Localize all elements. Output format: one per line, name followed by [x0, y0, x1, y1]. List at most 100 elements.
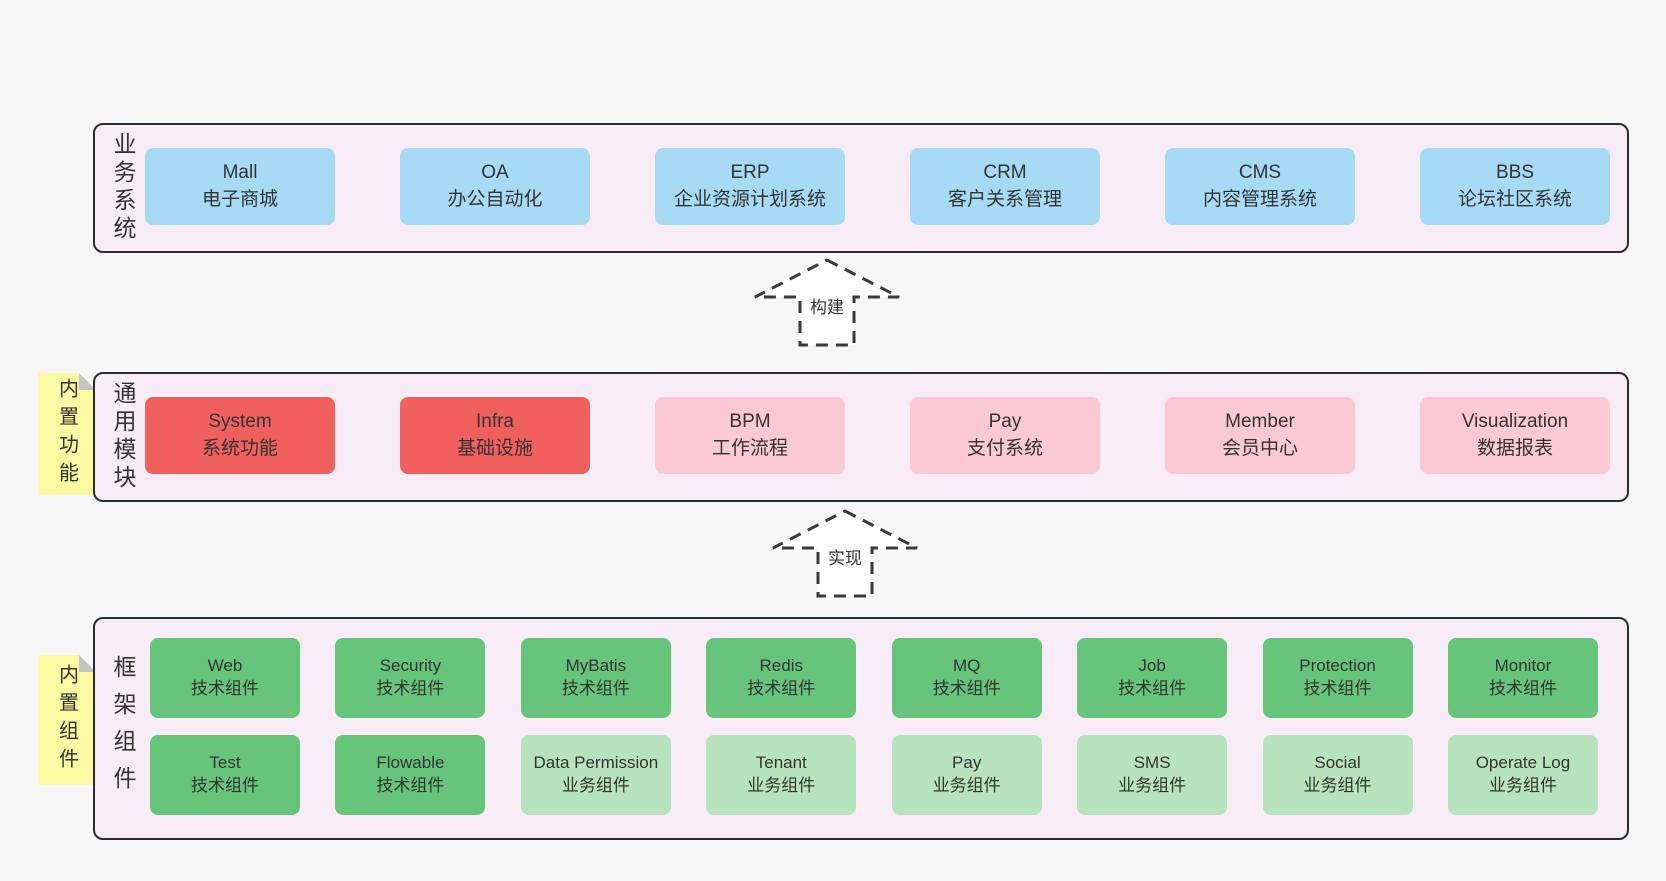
sticky-note-text: 内置功能	[55, 378, 78, 490]
box-title: Pay	[952, 753, 982, 773]
box-title: Operate Log	[1475, 753, 1571, 773]
module-box-redis: Redis 技术组件	[706, 638, 857, 718]
box-subtitle: 业务组件	[1303, 776, 1372, 795]
module-box-erp: ERP 企业资源计划系统	[655, 148, 845, 225]
box-subtitle: 业务组件	[747, 776, 816, 795]
module-box-tenant: Tenant 业务组件	[706, 735, 857, 815]
box-subtitle: 技术组件	[376, 679, 445, 698]
box-row: System 系统功能 Infra 基础设施 BPM 工作流程 Pay 支付系统 Member 会…	[145, 397, 1610, 474]
module-box-job: Job 技术组件	[1077, 638, 1228, 718]
box-subtitle: 业务组件	[932, 776, 1001, 795]
module-box-social: Social 业务组件	[1262, 735, 1413, 815]
module-box-member: Member 会员中心	[1165, 397, 1355, 474]
module-box-pay: Pay 支付系统	[910, 397, 1100, 474]
module-box-monitor: Monitor 技术组件	[1447, 638, 1598, 718]
box-row: Mall 电子商城 OA 办公自动化 ERP 企业资源计划系统 CRM 客户关系管理 CMS 内容…	[145, 148, 1610, 225]
box-title: Member	[1225, 410, 1295, 432]
box-subtitle: 基础设施	[456, 437, 533, 459]
module-box-mall: Mall 电子商城	[145, 148, 335, 225]
module-box-test: Test 技术组件	[150, 735, 300, 815]
box-subtitle: 办公自动化	[447, 188, 543, 210]
box-subtitle: 技术组件	[932, 679, 1001, 698]
box-subtitle: 客户关系管理	[947, 188, 1062, 210]
sticky-note-text: 内置组件	[55, 664, 78, 776]
module-box-web: Web 技术组件	[150, 638, 300, 718]
sticky-note-built-in-components: 内置组件	[38, 655, 96, 785]
layer-label-business-systems: 业务系统	[110, 132, 136, 244]
box-title: Test	[209, 753, 241, 773]
box-title: Redis	[759, 656, 803, 676]
module-box-operate-log: Operate Log 业务组件	[1447, 735, 1598, 815]
box-subtitle: 技术组件	[1488, 679, 1557, 698]
box-subtitle: 论坛社区系统	[1457, 188, 1572, 210]
box-subtitle: 业务组件	[1488, 776, 1557, 795]
box-title: CMS	[1238, 161, 1282, 183]
box-title: Web	[207, 656, 243, 676]
module-box-infra: Infra 基础设施	[400, 397, 590, 474]
sticky-note-built-in-features: 内置功能	[38, 373, 96, 495]
module-box-mybatis: MyBatis 技术组件	[520, 638, 671, 718]
box-title: BBS	[1495, 161, 1535, 183]
box-title: OA	[481, 161, 509, 183]
module-box-pay: Pay 业务组件	[891, 735, 1042, 815]
module-box-security: Security 技术组件	[335, 638, 486, 718]
layer-common-modules: 通用模块 System 系统功能 Infra 基础设施 BPM 工作流程 Pay 支付系统 Me…	[93, 372, 1629, 502]
box-subtitle: 技术组件	[561, 679, 630, 698]
box-subtitle: 工作流程	[711, 437, 788, 459]
up-arrow-shape	[754, 258, 900, 347]
layer-business-systems: 业务系统 Mall 电子商城 OA 办公自动化 ERP 企业资源计划系统 CRM 客户关系管理…	[93, 123, 1629, 253]
box-title: Pay	[988, 410, 1022, 432]
box-subtitle: 技术组件	[376, 776, 445, 795]
box-title: System	[208, 410, 272, 432]
module-box-crm: CRM 客户关系管理	[910, 148, 1100, 225]
box-subtitle: 会员中心	[1221, 437, 1298, 459]
box-title: BPM	[729, 410, 771, 432]
module-box-sms: SMS 业务组件	[1077, 735, 1228, 815]
box-title: ERP	[730, 161, 770, 183]
box-subtitle: 内容管理系统	[1202, 188, 1317, 210]
layer-label-framework-components: 框架组件	[110, 654, 136, 803]
box-title: SMS	[1133, 753, 1171, 773]
module-box-protection: Protection 技术组件	[1262, 638, 1413, 718]
box-title: Monitor	[1494, 656, 1552, 676]
module-box-flowable: Flowable 技术组件	[335, 735, 486, 815]
module-box-bbs: BBS 论坛社区系统	[1420, 148, 1610, 225]
box-title: Social	[1314, 753, 1361, 773]
box-title: Visualization	[1461, 410, 1569, 432]
module-box-system: System 系统功能	[145, 397, 335, 474]
box-subtitle: 技术组件	[747, 679, 816, 698]
box-subtitle: 业务组件	[1118, 776, 1187, 795]
box-title: Protection	[1299, 656, 1376, 676]
layer-label-common-modules: 通用模块	[110, 381, 136, 493]
build-arrow-label: 构建	[810, 298, 844, 317]
box-subtitle: 技术组件	[1303, 679, 1372, 698]
box-title: Infra	[475, 410, 515, 432]
implement-arrow-label: 实现	[828, 549, 862, 568]
box-subtitle: 技术组件	[191, 776, 259, 795]
box-subtitle: 数据报表	[1476, 437, 1553, 459]
module-box-oa: OA 办公自动化	[400, 148, 590, 225]
box-subtitle: 系统功能	[201, 437, 278, 459]
box-title: MyBatis	[565, 656, 627, 676]
box-subtitle: 支付系统	[966, 437, 1043, 459]
box-subtitle: 技术组件	[1118, 679, 1187, 698]
module-box-bpm: BPM 工作流程	[655, 397, 845, 474]
box-title: CRM	[983, 161, 1027, 183]
box-subtitle: 技术组件	[191, 679, 259, 698]
box-subtitle: 电子商城	[201, 188, 278, 210]
box-subtitle: 企业资源计划系统	[673, 188, 826, 210]
implement-arrow: 实现	[772, 509, 918, 598]
box-title: Job	[1138, 656, 1166, 676]
box-title: Security	[379, 656, 442, 676]
box-title: Data Permission	[533, 753, 659, 773]
box-title: Tenant	[755, 753, 807, 773]
box-title: Flowable	[376, 753, 445, 773]
box-title: Mall	[222, 161, 258, 183]
build-arrow: 构建	[754, 258, 900, 347]
